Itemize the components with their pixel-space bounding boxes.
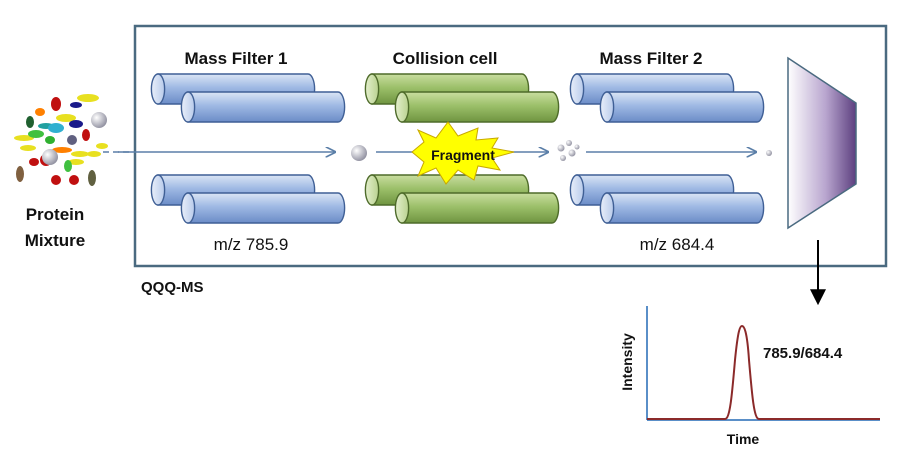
stage-title-mass-filter-1: Mass Filter 1 bbox=[185, 49, 288, 68]
molecule bbox=[14, 135, 34, 141]
detector bbox=[787, 56, 857, 230]
quadrupole-rods bbox=[150, 73, 765, 224]
protein-mixture-icon bbox=[14, 94, 108, 186]
molecule bbox=[88, 170, 96, 186]
molecule bbox=[67, 135, 77, 145]
molecule bbox=[51, 175, 61, 185]
chromatogram-peak bbox=[647, 324, 880, 420]
molecule bbox=[28, 130, 44, 138]
molecule bbox=[52, 147, 72, 153]
product-ion bbox=[766, 150, 772, 156]
molecule bbox=[96, 143, 108, 149]
molecule bbox=[29, 158, 39, 166]
molecule bbox=[20, 145, 36, 151]
collision-cell-rod-top-front bbox=[394, 91, 560, 123]
sample-label-line2: Mixture bbox=[25, 231, 85, 250]
molecule bbox=[26, 116, 34, 128]
mass-filter-1-rod-bottom-front bbox=[180, 192, 346, 224]
molecule bbox=[56, 114, 76, 122]
molecule bbox=[64, 160, 72, 172]
fragment-star-icon bbox=[411, 121, 515, 185]
chromatogram: Intensity Time 785.9/684.4 bbox=[619, 306, 880, 447]
transition-label: 785.9/684.4 bbox=[763, 345, 843, 362]
molecule bbox=[45, 136, 55, 144]
molecule bbox=[77, 94, 99, 102]
chromatogram-ylabel: Intensity bbox=[619, 333, 635, 391]
molecule bbox=[68, 159, 84, 165]
collision-cell-rod-bottom-front bbox=[394, 192, 560, 224]
mz-filter-2: m/z 684.4 bbox=[640, 235, 715, 254]
molecule bbox=[35, 108, 45, 116]
stage-title-mass-filter-2: Mass Filter 2 bbox=[600, 49, 703, 68]
fragment-label: Fragment bbox=[431, 147, 495, 163]
mass-filter-1-rod-top-front bbox=[180, 91, 346, 123]
sample-label-line1: Protein bbox=[26, 205, 85, 224]
instrument-name: QQQ-MS bbox=[141, 279, 204, 296]
mass-filter-2-rod-top-front bbox=[599, 91, 765, 123]
molecule bbox=[69, 120, 83, 128]
molecule bbox=[69, 175, 79, 185]
precursor-ion bbox=[351, 145, 367, 161]
instrument-box bbox=[133, 24, 888, 268]
molecule bbox=[51, 97, 61, 111]
chromatogram-xlabel: Time bbox=[727, 431, 760, 447]
molecule bbox=[16, 166, 24, 182]
mass-filter-2-rod-bottom-front bbox=[599, 192, 765, 224]
fragment-ions bbox=[557, 140, 580, 161]
molecule bbox=[82, 129, 90, 141]
stage-title-collision-cell: Collision cell bbox=[393, 49, 498, 68]
molecule bbox=[91, 112, 107, 128]
mz-filter-1: m/z 785.9 bbox=[214, 235, 289, 254]
molecule bbox=[70, 102, 82, 108]
molecule bbox=[42, 149, 58, 165]
molecule bbox=[87, 151, 101, 157]
molecule bbox=[71, 151, 89, 157]
molecule bbox=[48, 123, 64, 133]
